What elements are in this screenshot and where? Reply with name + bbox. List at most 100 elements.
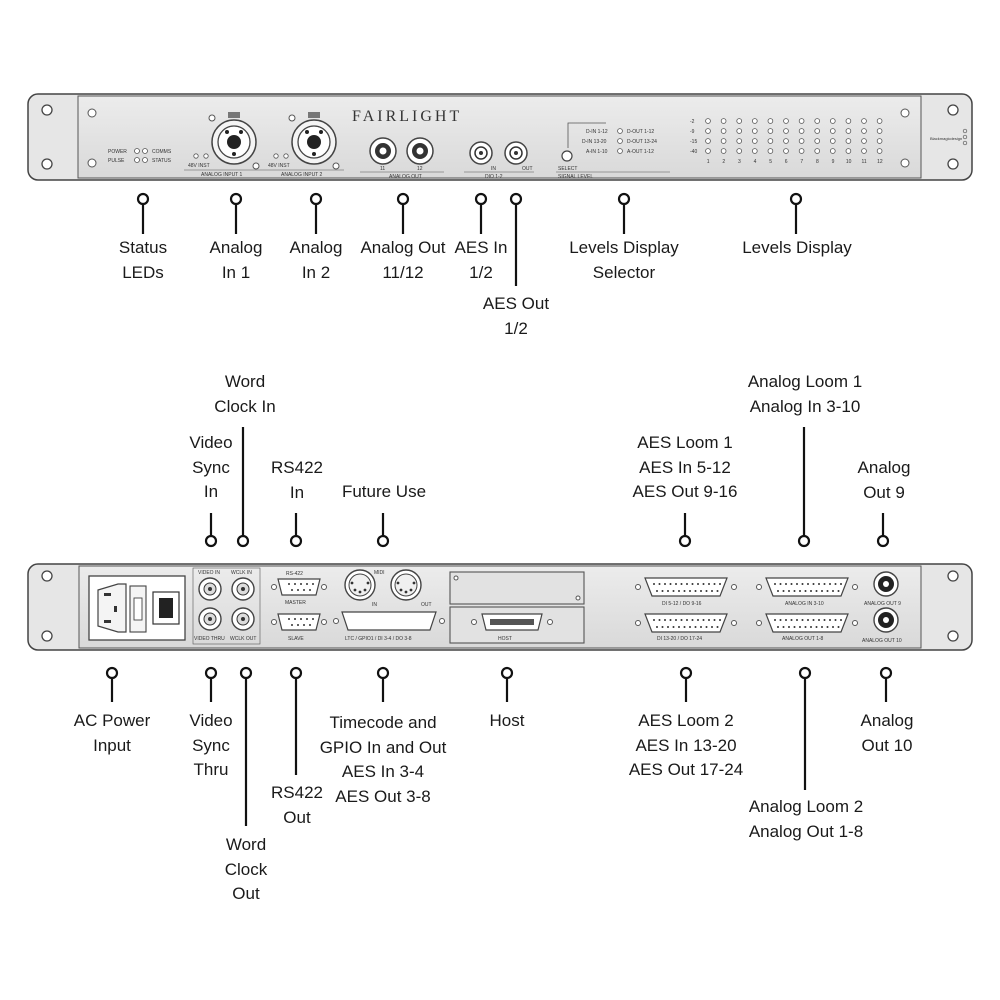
db25-pin	[689, 590, 691, 592]
db25-pin	[686, 619, 688, 621]
analog-input-2-connector: 48V INST ANALOG INPUT 2	[264, 112, 344, 178]
db25-pin	[840, 619, 842, 621]
callout-line: Out	[232, 884, 260, 903]
callout-line: Selector	[592, 262, 656, 282]
analog-out-label: ANALOG OUT	[389, 174, 422, 180]
db25-pin	[804, 626, 807, 628]
analog-out-1-8-label: ANALOG OUT 1-8	[782, 636, 824, 642]
db25-pin	[664, 583, 666, 585]
db25-pin	[807, 583, 809, 585]
channel-number: 10	[846, 159, 852, 165]
channel-number: 5	[769, 159, 772, 165]
host-module: HOST	[449, 571, 585, 644]
db25-pin	[702, 619, 705, 621]
callout-line: Status	[118, 238, 168, 257]
db25-pin	[691, 583, 694, 585]
db25-pin	[678, 590, 680, 592]
callout-video-sync-thru: Video Sync Thru	[189, 709, 232, 783]
db25-pin	[823, 583, 826, 585]
level-led	[783, 128, 789, 134]
analog-input-2-label: ANALOG INPUT 2	[281, 172, 323, 178]
level-led	[783, 138, 789, 144]
db25-pin	[810, 590, 812, 592]
db25-pin	[782, 590, 785, 592]
db25-pin	[716, 590, 719, 592]
callout-line: Out 10	[861, 735, 913, 755]
db25-pin	[713, 583, 716, 585]
rear-panel: VIDEO IN WCLK IN VIDEO THRU WCLK OUT RS-…	[27, 563, 973, 651]
callout-aes-out-1-2: AES Out 1/2	[483, 292, 549, 341]
callout-line: AES In	[454, 238, 508, 257]
db25-pin	[719, 619, 721, 621]
level-led	[751, 118, 758, 124]
callout-line: Levels Display	[742, 238, 852, 257]
db25-pin	[686, 583, 688, 585]
callout-line: RS422	[271, 783, 323, 802]
callout-line: Clock In	[214, 396, 276, 416]
db25-pin	[774, 619, 776, 621]
db25-pin	[697, 583, 699, 585]
db25-pin	[790, 619, 793, 621]
front-panel: POWER PULSE COMMS STATUS 48V INST ANALOG…	[27, 93, 973, 181]
db25-pin	[705, 590, 708, 592]
sel-dout-label: D-OUT 1-12	[627, 129, 654, 135]
db25-pin	[785, 583, 787, 585]
out-12-label: 12	[417, 166, 423, 172]
callout-line: AES Loom 2	[638, 711, 734, 730]
analog-input-1-label: ANALOG INPUT 1	[201, 172, 243, 178]
db25-pin	[801, 583, 804, 585]
callout-analog-loom-2: Analog Loom 2 Analog Out 1-8	[749, 795, 863, 844]
db25-pin	[700, 626, 702, 628]
callout-line: Analog	[209, 238, 263, 257]
db25-pin	[667, 590, 669, 592]
level-led	[767, 138, 774, 144]
db25-pin	[694, 626, 697, 628]
channel-number: 12	[877, 159, 883, 165]
callout-analog-out-11-12: Analog Out 11/12	[360, 236, 445, 285]
level-led	[861, 148, 867, 154]
signal-level-label: SIGNAL LEVEL	[558, 174, 593, 180]
db25-pin	[664, 619, 666, 621]
level-led	[861, 138, 867, 144]
aes-io-label: DIO 1-2	[485, 174, 503, 180]
callout-line: Analog Out	[360, 238, 446, 257]
db25-pin	[708, 583, 710, 585]
out-11-label: 11	[380, 166, 385, 172]
level-led	[876, 128, 883, 134]
db25-pin	[829, 583, 831, 585]
callout-line: Out 9	[863, 482, 905, 502]
db25-pin	[777, 626, 779, 628]
midi-in-label: IN	[372, 602, 377, 608]
callout-host: Host	[490, 709, 525, 734]
callout-line: Analog Loom 2	[748, 797, 864, 816]
callout-rs422-in: RS422 In	[271, 456, 323, 505]
callout-aes-in-1-2: AES In 1/2	[455, 236, 508, 285]
callout-line: GPIO In and Out	[319, 737, 447, 757]
pulse-label: PULSE	[108, 158, 125, 164]
db25-pin	[793, 626, 796, 628]
sel-din2-label: D-IN 13-20	[582, 139, 607, 145]
callout-aes-loom-1: AES Loom 1 AES In 5-12 AES Out 9-16	[633, 431, 738, 505]
db25-pin	[832, 626, 834, 628]
level-led	[876, 118, 883, 124]
master-label: MASTER	[285, 600, 306, 606]
level-led	[798, 148, 805, 154]
callout-line: 1/2	[504, 318, 528, 338]
db25-pin	[774, 583, 776, 585]
callout-analog-out-10: Analog Out 10	[861, 709, 914, 758]
midi-label: MIDI	[374, 570, 385, 576]
db25-pin	[818, 619, 820, 621]
callout-line: Sync	[192, 457, 230, 477]
channel-number: 3	[738, 159, 741, 165]
callout-line: AES Out 17-24	[628, 760, 744, 779]
analog-in-3-10-label: ANALOG IN 3-10	[785, 601, 824, 607]
level-led	[798, 128, 805, 134]
db25-pin	[796, 583, 798, 585]
level-led	[829, 138, 836, 144]
status-leds: POWER PULSE COMMS STATUS	[108, 148, 172, 164]
analog-out-9-label: ANALOG OUT 9	[864, 601, 901, 607]
callout-line: In	[289, 482, 305, 502]
db25-pin	[702, 583, 705, 585]
